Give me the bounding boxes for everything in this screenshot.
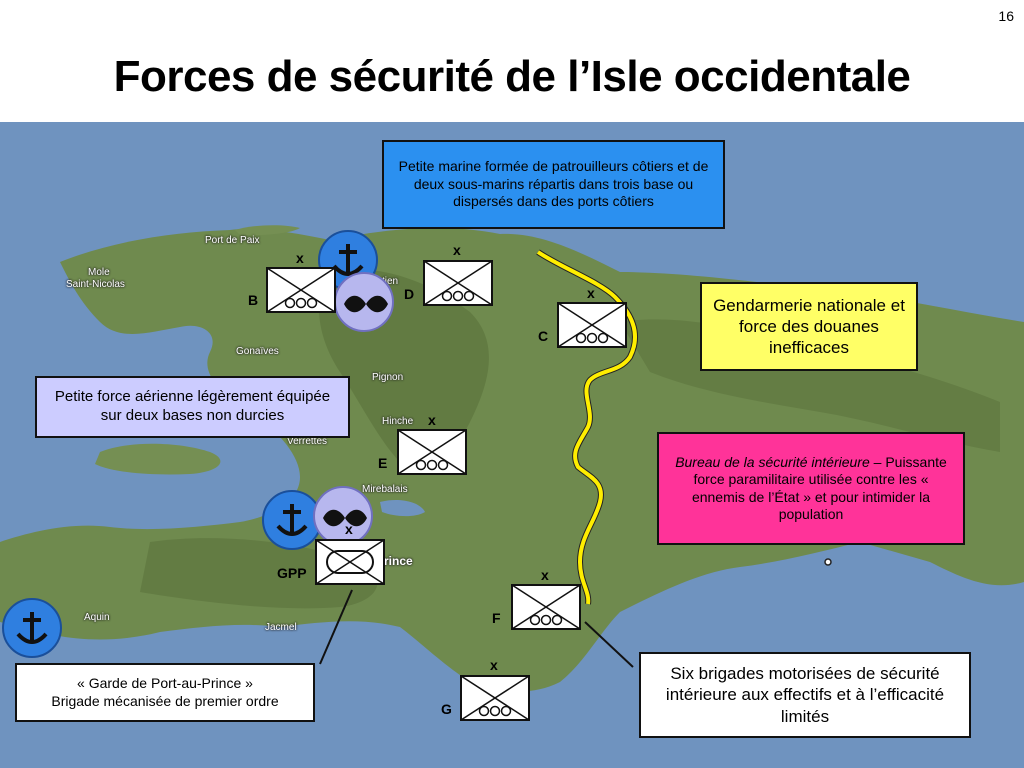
brigade-f-symbol — [511, 584, 581, 630]
anchor-icon — [332, 244, 364, 276]
place-verrettes: Verrettes — [287, 436, 328, 447]
bsi-callout-text: Bureau de la sécurité intérieure – Puiss… — [669, 454, 953, 524]
brigade-c-echelon: x — [587, 285, 595, 301]
anchor-icon — [16, 612, 48, 644]
navy-anchor-icon-capital — [262, 490, 322, 550]
mechanized-brigade-symbol — [315, 539, 385, 585]
brigade-d-label: D — [404, 286, 415, 302]
bsi-description: – Puissante force paramilitaire utilisée… — [691, 453, 947, 523]
infantry-brigade-symbol — [511, 584, 581, 630]
infantry-brigade-symbol — [460, 675, 530, 721]
navy-callout: Petite marine formée de patrouilleurs cô… — [382, 140, 725, 229]
place-mirebalais: Mirebalais — [362, 484, 408, 495]
gpp-callout-text: « Garde de Port-au-Prince » Brigade méca… — [51, 675, 278, 710]
six-brigades-callout: Six brigades motorisées de sécurité inté… — [639, 652, 971, 738]
bsi-title: Bureau de la sécurité intérieure — [675, 453, 870, 470]
airforce-wings-icon — [323, 509, 367, 527]
airforce-wings-icon — [344, 295, 388, 313]
brigade-f-label: F — [492, 610, 501, 626]
brigade-e-symbol — [397, 429, 467, 475]
airforce-wings-icon-capital — [313, 486, 373, 546]
gpp-callout-line1: « Garde de Port-au-Prince » — [77, 675, 253, 691]
brigade-b-label: B — [248, 292, 259, 308]
gendarmerie-callout-text: Gendarmerie nationale et force des douan… — [713, 295, 905, 358]
place-aquin: Aquin — [84, 612, 110, 623]
infantry-brigade-symbol — [557, 302, 627, 348]
page-number: 16 — [998, 8, 1014, 24]
brigade-gpp-echelon: x — [345, 521, 353, 537]
infantry-brigade-symbol — [266, 267, 336, 313]
navy-callout-text: Petite marine formée de patrouilleurs cô… — [398, 158, 709, 210]
brigade-e-echelon: x — [428, 412, 436, 428]
airforce-wings-icon-north — [334, 272, 394, 332]
brigade-c-label: C — [538, 328, 549, 344]
brigade-g-echelon: x — [490, 657, 498, 673]
place-hinche: Hinche — [382, 416, 414, 427]
brigade-g-label: G — [441, 701, 452, 717]
place-jacmel: Jacmel — [265, 622, 297, 633]
brigade-b-echelon: x — [296, 250, 304, 266]
airforce-callout-text: Petite force aérienne légèrement équipée… — [54, 388, 331, 424]
brigade-b-symbol — [266, 267, 336, 313]
place-mole: Mole — [88, 267, 110, 278]
bsi-callout: Bureau de la sécurité intérieure – Puiss… — [657, 432, 965, 545]
infantry-brigade-symbol — [397, 429, 467, 475]
anchor-icon — [276, 504, 308, 536]
gendarmerie-callout: Gendarmerie nationale et force des douan… — [700, 282, 918, 371]
slide-title: Forces de sécurité de l’Isle occidentale — [113, 52, 911, 101]
place-pignon: Pignon — [372, 372, 404, 383]
infantry-brigade-symbol — [423, 260, 493, 306]
place-port-au-prince: rince — [384, 554, 413, 568]
brigade-g-symbol — [460, 675, 530, 721]
brigade-gpp-label: GPP — [277, 565, 307, 581]
navy-anchor-icon-south — [2, 598, 62, 658]
brigade-d-echelon: x — [453, 242, 461, 258]
brigade-gpp-symbol — [315, 539, 385, 585]
gpp-callout: « Garde de Port-au-Prince » Brigade méca… — [15, 663, 315, 722]
brigade-f-echelon: x — [541, 567, 549, 583]
gpp-callout-line2: Brigade mécanisée de premier ordre — [51, 692, 279, 709]
airforce-callout: Petite force aérienne légèrement équipée… — [35, 376, 350, 438]
place-gonaives: Gonaïves — [236, 346, 279, 357]
brigade-c-symbol — [557, 302, 627, 348]
brigade-d-symbol — [423, 260, 493, 306]
six-brigades-callout-text: Six brigades motorisées de sécurité inté… — [665, 664, 945, 726]
place-cap-haitien: tien — [382, 276, 399, 287]
place-port-de-paix: Port de Paix — [205, 235, 260, 246]
place-saint-nicolas: Saint-Nicolas — [66, 279, 125, 290]
brigade-e-label: E — [378, 455, 388, 471]
